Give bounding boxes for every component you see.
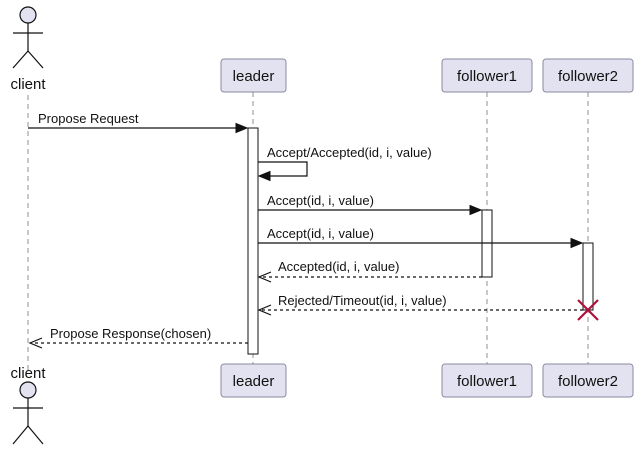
arrowhead-icon — [235, 122, 249, 134]
actor-head-icon — [19, 381, 37, 399]
arrowhead-icon — [257, 271, 272, 283]
participant-follower2-bottom-label: follower2 — [558, 373, 618, 390]
participant-leader-bottom: leader — [220, 363, 287, 398]
client-actor-bottom: client — [10, 365, 46, 445]
arrowhead-icon — [257, 170, 271, 182]
message-rejected-timeout-label: Rejected/Timeout(id, i, value) — [278, 293, 447, 308]
arrowhead-icon — [570, 237, 584, 249]
participant-leader-bottom-label: leader — [233, 373, 275, 390]
participant-follower1-top: follower1 — [441, 58, 533, 93]
message-accept-accepted-self: Accept/Accepted(id, i, value) — [257, 145, 432, 182]
client-top-label: client — [10, 76, 46, 93]
client-actor-top: client — [10, 6, 46, 93]
message-propose-request: Propose Request — [28, 111, 249, 134]
arrowhead-icon — [469, 204, 483, 216]
message-accept-follower2-label: Accept(id, i, value) — [267, 226, 374, 241]
participant-leader-top-label: leader — [233, 68, 275, 85]
message-accepted-reply-label: Accepted(id, i, value) — [278, 259, 399, 274]
arrowhead-icon — [257, 304, 272, 316]
participant-follower2-top-label: follower2 — [558, 68, 618, 85]
arrowhead-icon — [28, 337, 43, 349]
client-bottom-label: client — [10, 365, 46, 382]
message-rejected-timeout-reply: Rejected/Timeout(id, i, value) — [257, 293, 583, 316]
message-accept-follower1-label: Accept(id, i, value) — [267, 193, 374, 208]
message-propose-response-label: Propose Response(chosen) — [50, 326, 211, 341]
participant-follower2-top: follower2 — [542, 58, 634, 93]
participant-follower2-bottom: follower2 — [542, 363, 634, 398]
actor-head-icon — [19, 6, 37, 24]
follower2-activation — [582, 242, 594, 311]
destroy-x-icon — [577, 299, 599, 321]
message-propose-request-label: Propose Request — [38, 111, 139, 126]
message-propose-response: Propose Response(chosen) — [28, 326, 248, 349]
participant-follower1-top-label: follower1 — [457, 68, 517, 85]
participant-follower1-bottom: follower1 — [441, 363, 533, 398]
message-accept-follower1: Accept(id, i, value) — [258, 193, 483, 216]
participant-follower1-bottom-label: follower1 — [457, 373, 517, 390]
participant-leader-top: leader — [220, 58, 287, 93]
message-accept-follower2: Accept(id, i, value) — [258, 226, 584, 249]
leader-activation — [247, 127, 259, 355]
message-accept-accepted-label: Accept/Accepted(id, i, value) — [267, 145, 432, 160]
message-accepted-reply: Accepted(id, i, value) — [257, 259, 482, 283]
